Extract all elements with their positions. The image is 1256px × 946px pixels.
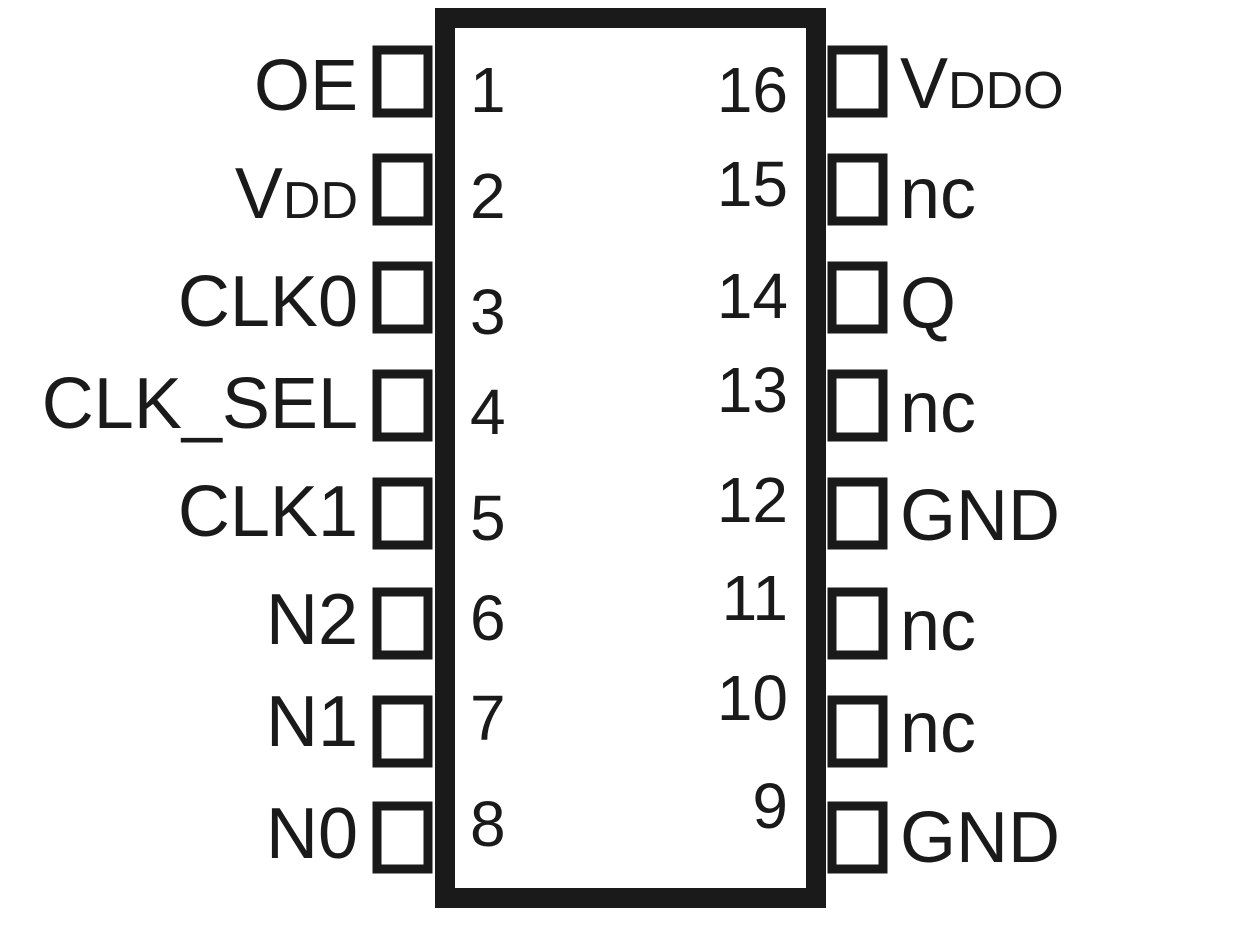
pin-number-15: 15 (717, 148, 788, 220)
pin-label-2: VDD (235, 154, 358, 234)
pin-pad-14 (827, 261, 888, 334)
pin-label-1: OE (254, 46, 358, 126)
pin-pad-2 (372, 153, 433, 226)
pin-number-10: 10 (717, 662, 788, 734)
pin-number-14: 14 (717, 260, 788, 332)
pin-number-12: 12 (717, 464, 788, 536)
pin-number-16: 16 (717, 54, 788, 126)
pin-number-8: 8 (470, 788, 506, 860)
pin-pad-15 (827, 153, 888, 226)
pin-pad-7 (372, 695, 433, 768)
pin-label-16: VDDO (900, 44, 1064, 124)
pin-pad-13 (827, 369, 888, 442)
pin-pad-4 (372, 369, 433, 442)
pin-label-6: N2 (266, 580, 358, 660)
pin-number-11: 11 (722, 562, 788, 634)
pin-number-5: 5 (470, 482, 506, 554)
pin-number-1: 1 (470, 54, 506, 126)
pin-label-7: N1 (266, 682, 358, 762)
pin-pad-10 (827, 695, 888, 768)
pin-number-9: 9 (752, 770, 788, 842)
pin-number-6: 6 (470, 582, 506, 654)
pin-label-5: CLK1 (178, 472, 358, 552)
pin-label-11: nc (900, 586, 976, 666)
pin-pad-3 (372, 261, 433, 334)
pin-label-2-sub: DD (283, 172, 358, 230)
pin-label-13: nc (900, 368, 976, 448)
pin-pad-11 (827, 587, 888, 660)
pin-number-3: 3 (470, 276, 506, 348)
pin-label-14: Q (900, 264, 956, 344)
pin-label-16-sub: DDO (948, 62, 1064, 120)
pin-label-15: nc (900, 154, 976, 234)
pin-pad-5 (372, 477, 433, 550)
pin-label-16-main: V (900, 44, 948, 124)
pin-label-8: N0 (266, 794, 358, 874)
pin-pad-1 (372, 45, 433, 118)
pin-number-2: 2 (470, 160, 506, 232)
pin-pad-6 (372, 587, 433, 660)
pin-pad-12 (827, 477, 888, 550)
pin-pad-9 (827, 801, 888, 874)
pin-label-12: GND (900, 476, 1060, 556)
pin-pad-16 (827, 45, 888, 118)
pin-number-4: 4 (470, 376, 506, 448)
pin-label-2-main: V (235, 154, 283, 234)
pin-label-4: CLK_SEL (42, 364, 358, 444)
pin-label-10: nc (900, 688, 976, 768)
pin-label-9: GND (900, 798, 1060, 878)
pin-number-13: 13 (717, 354, 788, 426)
pin-pad-8 (372, 801, 433, 874)
pin-number-7: 7 (470, 682, 506, 754)
pin-label-3: CLK0 (178, 262, 358, 342)
ic-package-body (435, 8, 826, 908)
